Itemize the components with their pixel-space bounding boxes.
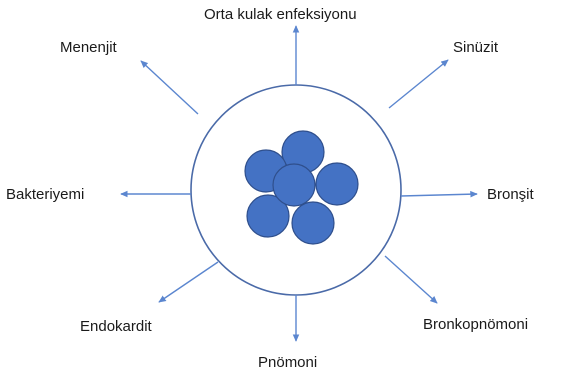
arrow-top-right — [388, 59, 449, 109]
label-endokardit: Endokardit — [80, 318, 152, 335]
bacterium — [315, 162, 359, 206]
bacterium — [246, 194, 290, 238]
bacteria-cluster — [244, 130, 359, 245]
label-bronsit: Bronşit — [487, 186, 534, 203]
arrow-bottom-right — [384, 255, 438, 304]
label-bronkopnomoni: Bronkopnömoni — [423, 316, 529, 333]
label-pnomoni: Pnömoni — [258, 354, 318, 371]
label-orta-kulak-enfeksiyonu: Orta kulak enfeksiyonu — [204, 6, 357, 23]
arrow-top-left — [140, 60, 199, 115]
arrow-right — [400, 190, 478, 198]
label-bakteriyemi: Bakteriyemi — [6, 186, 85, 203]
arrow-bottom-left — [158, 261, 219, 303]
bacterium — [272, 163, 316, 207]
label-menenjit: Menenjit — [60, 39, 117, 56]
label-sinuzit: Sinüzit — [453, 39, 499, 56]
bacterium — [291, 201, 335, 245]
